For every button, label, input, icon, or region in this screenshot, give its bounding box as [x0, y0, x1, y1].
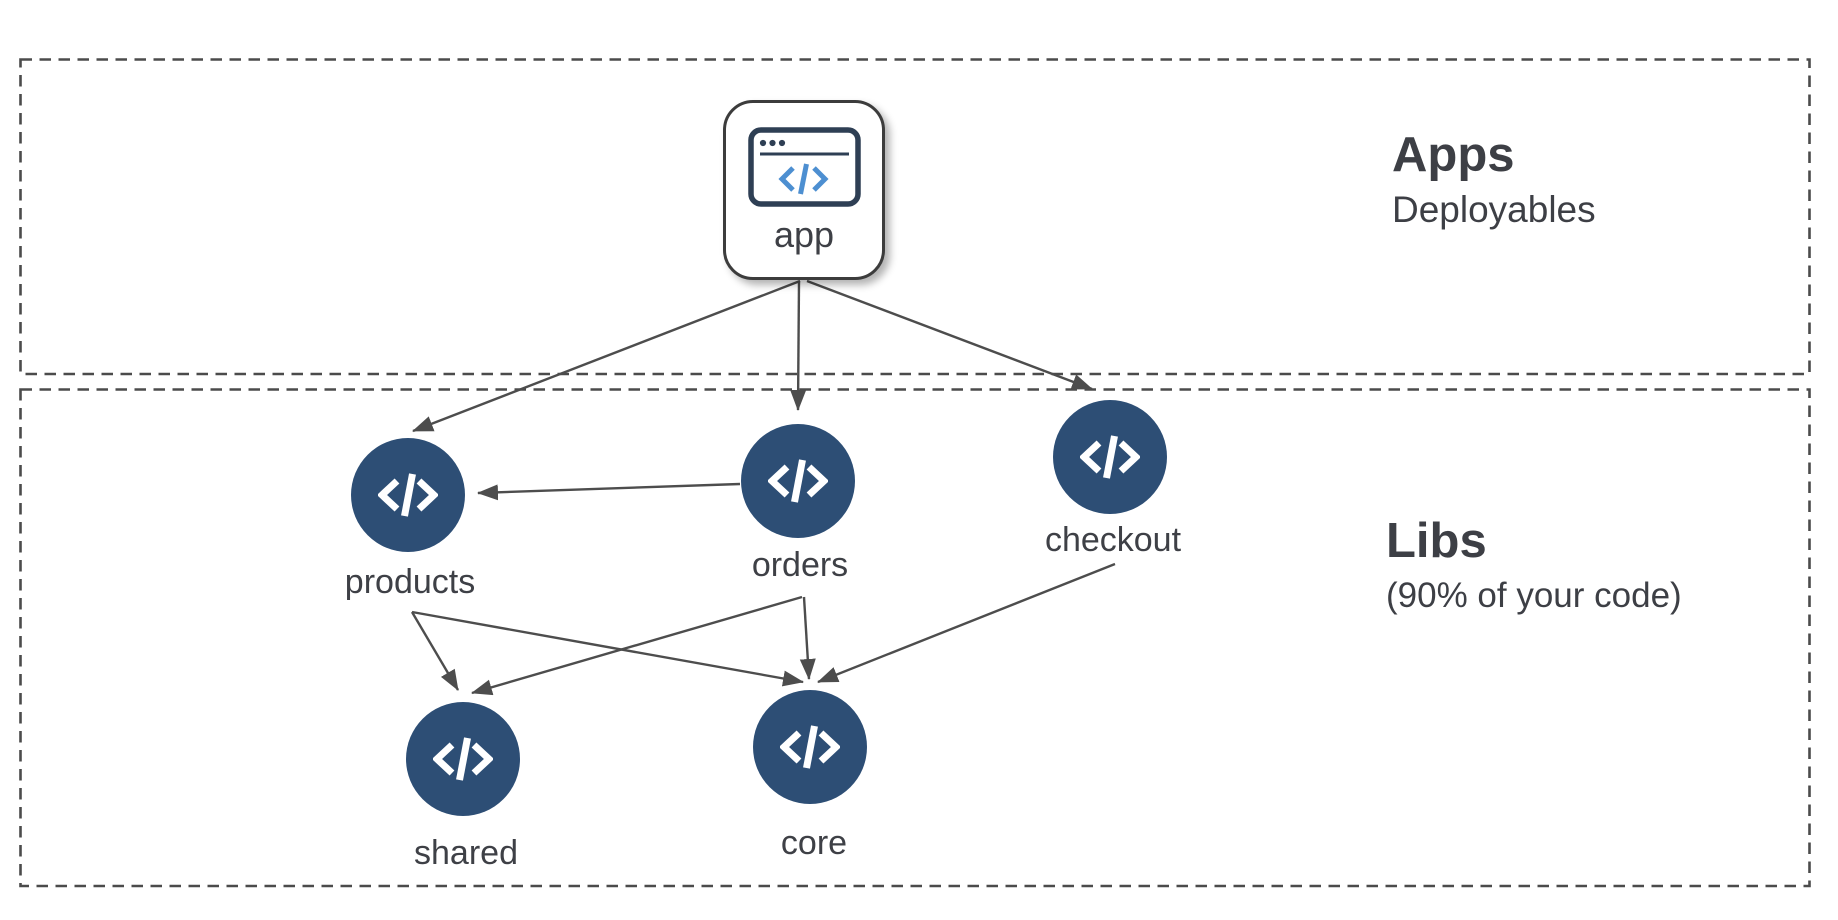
apps-section-caption: Apps Deployables: [1392, 128, 1596, 231]
node-label-orders: orders: [751, 546, 849, 584]
libs-section-caption: Libs (90% of your code): [1386, 514, 1682, 617]
edge-app-orders: [790, 280, 807, 411]
node-orders: [741, 424, 855, 538]
node-label-core: core: [780, 824, 848, 862]
node-shared: [406, 702, 520, 816]
node-label-app: app: [773, 214, 835, 255]
code-icon: [780, 725, 840, 769]
edge-products-core: [411, 610, 804, 687]
node-app: app: [723, 100, 885, 280]
code-icon: [433, 737, 493, 781]
node-products: [351, 438, 465, 552]
code-icon: [378, 473, 438, 517]
edge-checkout-core: [817, 562, 1116, 684]
node-label-products: products: [344, 563, 476, 601]
edge-products-shared: [410, 611, 460, 691]
code-icon: [768, 459, 828, 503]
libs-section-border: [19, 388, 1811, 888]
edge-orders-core: [799, 596, 816, 680]
node-checkout: [1053, 400, 1167, 514]
libs-section-subtitle: (90% of your code): [1386, 576, 1682, 615]
libs-section-title: Libs: [1386, 514, 1487, 568]
edge-app-checkout: [806, 279, 1093, 391]
apps-section-subtitle: Deployables: [1392, 189, 1596, 230]
apps-section-border: [19, 58, 1811, 376]
node-core: [753, 690, 867, 804]
edge-orders-products: [477, 482, 741, 501]
edge-app-products: [412, 279, 801, 433]
node-label-checkout: checkout: [1044, 521, 1182, 559]
apps-section-title: Apps: [1392, 128, 1515, 182]
code-icon: [1080, 435, 1140, 479]
edge-orders-shared: [471, 595, 803, 696]
browser-code-icon: [747, 127, 861, 207]
node-label-shared: shared: [414, 834, 518, 872]
